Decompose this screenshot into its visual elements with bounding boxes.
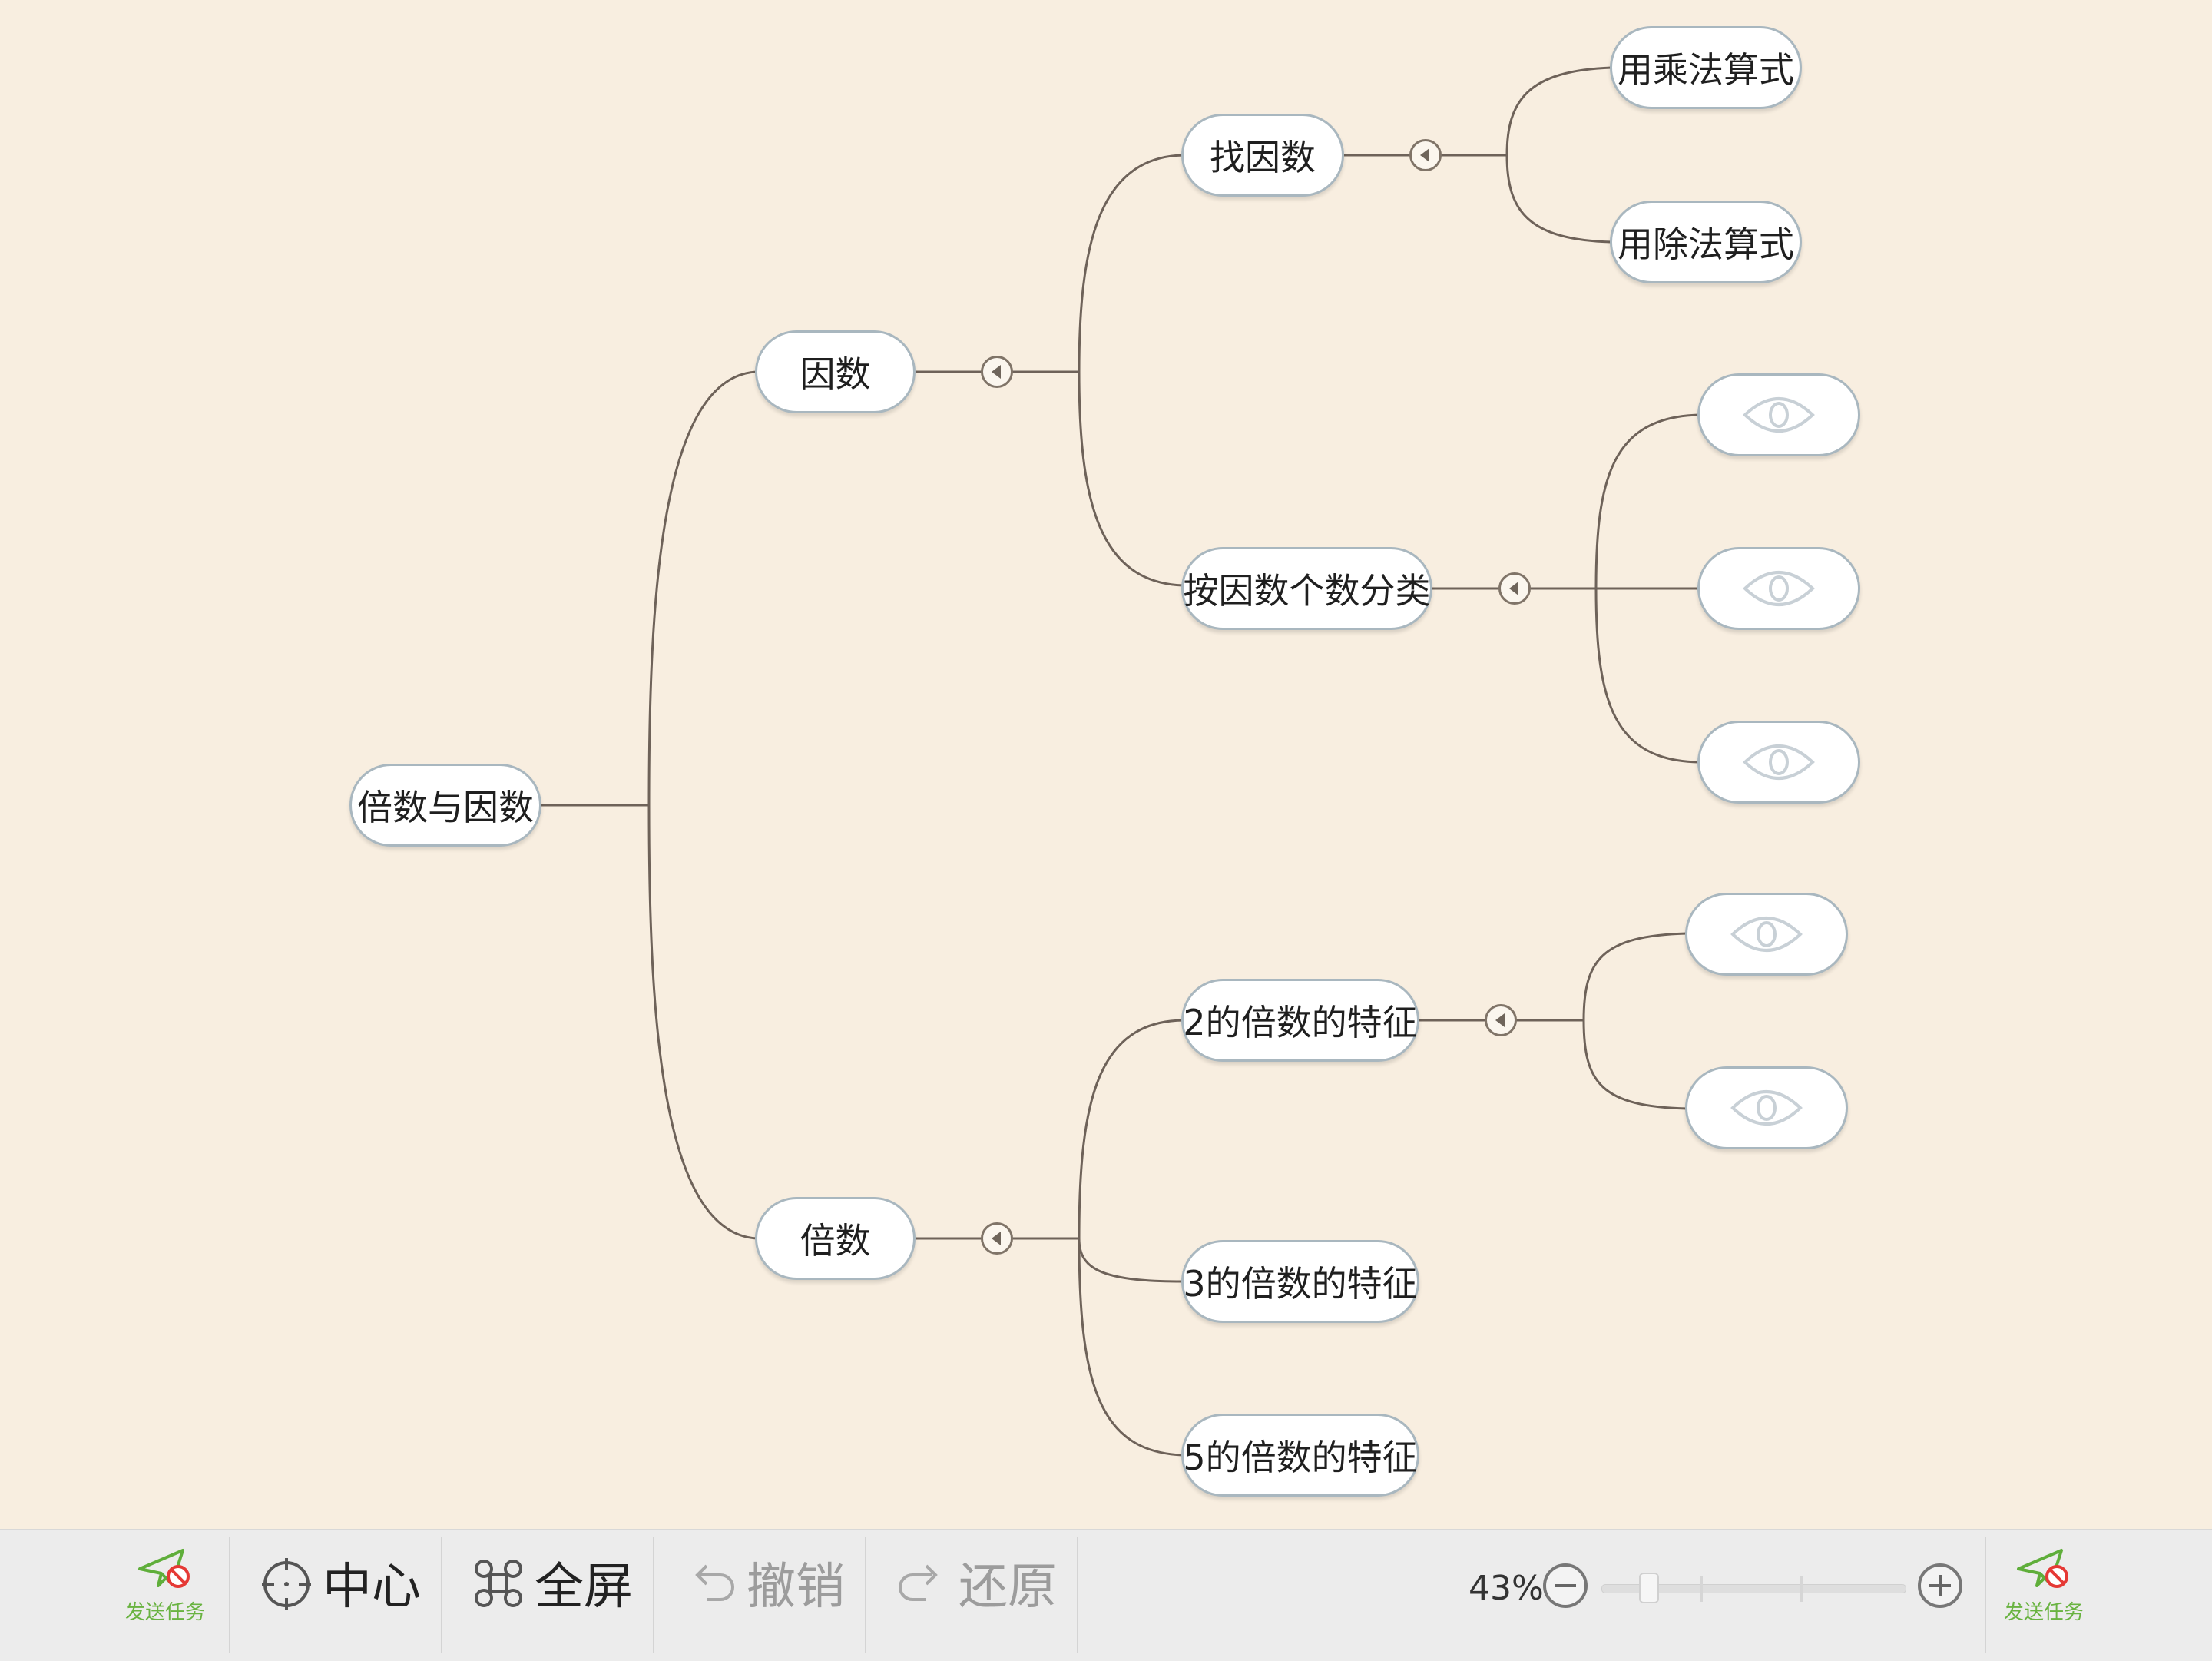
mindmap-connectors bbox=[541, 66, 1700, 1457]
node-multiplication-formula[interactable]: 用乘法算式 bbox=[1610, 26, 1802, 109]
redo-arrow-icon bbox=[899, 1564, 938, 1601]
hidden-node[interactable] bbox=[1685, 1066, 1848, 1149]
hidden-node[interactable] bbox=[1685, 893, 1848, 976]
command-icon bbox=[475, 1560, 522, 1607]
zoom-in-button[interactable] bbox=[1917, 1563, 1963, 1609]
undo-button[interactable]: 撤销 bbox=[685, 1552, 845, 1616]
collapse-toggle-multiples-of-2[interactable] bbox=[1485, 1004, 1517, 1036]
toolbar-divider bbox=[441, 1537, 442, 1653]
hidden-node[interactable] bbox=[1697, 373, 1860, 456]
collapse-arrow-icon bbox=[1495, 1013, 1505, 1027]
redo-button[interactable]: 还原 bbox=[897, 1552, 1057, 1616]
toolbar-divider bbox=[653, 1537, 654, 1653]
zoom-slider[interactable] bbox=[1601, 1573, 1906, 1603]
eye-icon bbox=[1730, 917, 1803, 952]
send-task-button-right[interactable]: 发送任务 bbox=[1994, 1546, 2094, 1625]
paper-plane-icon bbox=[2017, 1549, 2068, 1588]
center-label: 中心 bbox=[323, 1559, 421, 1616]
hidden-node[interactable] bbox=[1697, 547, 1860, 630]
collapse-arrow-icon bbox=[991, 365, 1001, 379]
collapse-toggle-classify[interactable] bbox=[1498, 572, 1531, 605]
fullscreen-label: 全屏 bbox=[535, 1559, 633, 1616]
node-multiples-of-2[interactable]: 2的倍数的特征 bbox=[1181, 979, 1419, 1062]
fullscreen-button[interactable]: 全屏 bbox=[473, 1552, 633, 1616]
undo-arrow-icon bbox=[695, 1564, 734, 1601]
mindmap-canvas[interactable]: 倍数与因数 因数 倍数 找因数 按因数个数分类 用乘法算式 用除法算式 2的倍数… bbox=[0, 0, 2212, 1529]
send-task-label: 发送任务 bbox=[2003, 1601, 2084, 1624]
eye-icon bbox=[1743, 571, 1815, 606]
collapse-toggle-find-factors[interactable] bbox=[1409, 139, 1442, 171]
zoom-slider-thumb[interactable] bbox=[1638, 1573, 1659, 1603]
eye-icon bbox=[1743, 397, 1815, 433]
node-find-factors[interactable]: 找因数 bbox=[1181, 114, 1344, 197]
collapse-toggle-factors[interactable] bbox=[981, 356, 1013, 388]
node-multiples[interactable]: 倍数 bbox=[755, 1197, 916, 1280]
node-division-formula[interactable]: 用除法算式 bbox=[1610, 201, 1802, 283]
toolbar-divider bbox=[1985, 1537, 1986, 1653]
toolbar-divider bbox=[865, 1537, 866, 1653]
node-multiples-of-5[interactable]: 5的倍数的特征 bbox=[1181, 1414, 1419, 1497]
collapse-arrow-icon bbox=[1508, 582, 1518, 595]
center-button[interactable]: 中心 bbox=[261, 1552, 421, 1616]
hidden-node[interactable] bbox=[1697, 721, 1860, 804]
collapse-toggle-multiples[interactable] bbox=[981, 1222, 1013, 1255]
eye-icon bbox=[1730, 1090, 1803, 1126]
send-task-label: 发送任务 bbox=[124, 1601, 205, 1624]
collapse-arrow-icon bbox=[991, 1232, 1001, 1245]
node-multiples-of-3[interactable]: 3的倍数的特征 bbox=[1181, 1240, 1419, 1323]
crosshair-icon bbox=[262, 1558, 311, 1610]
undo-label: 撤销 bbox=[747, 1559, 845, 1616]
send-task-button-left[interactable]: 发送任务 bbox=[115, 1546, 215, 1625]
zoom-tick bbox=[1800, 1576, 1803, 1602]
collapse-arrow-icon bbox=[1419, 148, 1429, 162]
bottom-toolbar: 发送任务 中心 全屏 撤销 bbox=[0, 1529, 2212, 1661]
eye-icon bbox=[1743, 744, 1815, 780]
root-node[interactable]: 倍数与因数 bbox=[349, 764, 541, 847]
node-factors[interactable]: 因数 bbox=[755, 330, 916, 413]
redo-label: 还原 bbox=[959, 1559, 1057, 1616]
paper-plane-icon bbox=[138, 1549, 190, 1588]
toolbar-divider bbox=[229, 1537, 230, 1653]
toolbar-divider bbox=[1077, 1537, 1078, 1653]
node-classify-by-factor-count[interactable]: 按因数个数分类 bbox=[1181, 547, 1432, 630]
zoom-out-button[interactable] bbox=[1542, 1563, 1588, 1609]
zoom-level-readout: 43% bbox=[1469, 1569, 1544, 1608]
zoom-tick bbox=[1700, 1576, 1703, 1602]
